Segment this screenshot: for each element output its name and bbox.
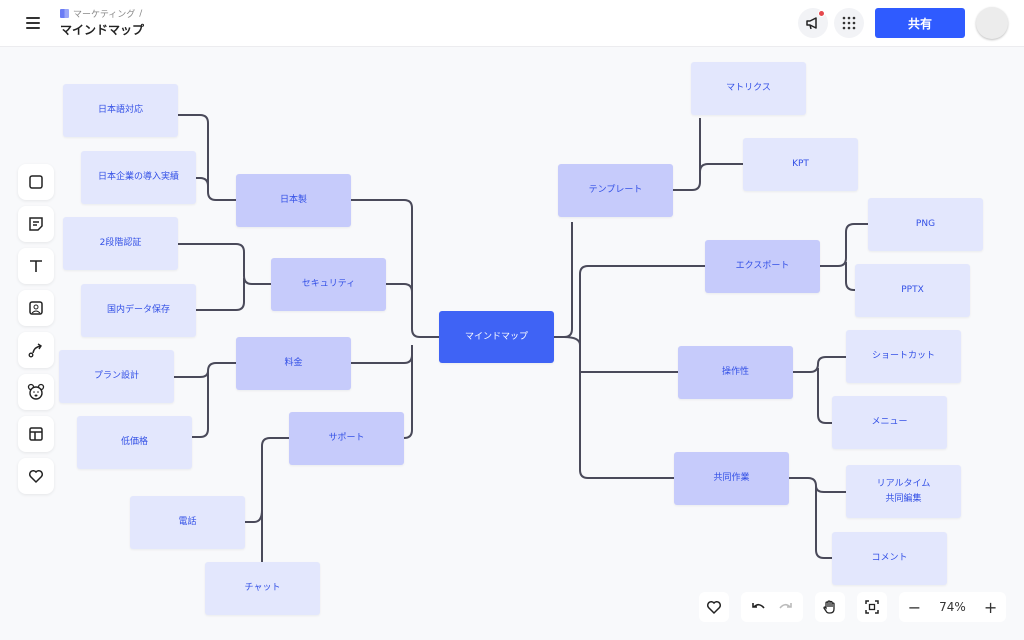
connector-tool[interactable] — [18, 332, 54, 368]
fit-screen-icon — [865, 600, 879, 614]
favorites-tool[interactable] — [18, 458, 54, 494]
subtopic-node[interactable]: プラン設計 — [59, 350, 174, 403]
topic-node[interactable]: エクスポート — [705, 240, 820, 293]
subtopic-node[interactable]: KPT — [743, 138, 858, 191]
zoom-in-icon[interactable]: + — [983, 597, 998, 617]
subtopic-node[interactable]: チャット — [205, 562, 320, 615]
text-icon — [30, 260, 42, 272]
breadcrumb[interactable]: マーケティング/ — [60, 7, 142, 20]
history-controls — [741, 592, 803, 622]
topic-node[interactable]: セキュリティ — [271, 258, 386, 311]
subtopic-node[interactable]: 日本語対応 — [63, 84, 178, 137]
breadcrumb-item[interactable]: マーケティング — [73, 10, 136, 20]
reaction-button[interactable] — [699, 592, 729, 622]
top-bar: マーケティング/ マインドマップ 共有 — [0, 0, 1024, 47]
subtopic-node[interactable]: 2段階認証 — [63, 217, 178, 270]
subtopic-node[interactable]: 低価格 — [77, 416, 192, 469]
fit-to-screen-button[interactable] — [857, 592, 887, 622]
grid-icon — [842, 16, 856, 30]
page-title[interactable]: マインドマップ — [60, 23, 145, 37]
topic-node[interactable]: 料金 — [236, 337, 351, 390]
zoom-controls: − 74% + — [899, 592, 1006, 622]
subtopic-node[interactable]: メニュー — [832, 396, 947, 449]
apps-button[interactable] — [834, 8, 864, 38]
heart-icon — [706, 600, 722, 615]
sticker-tool[interactable] — [18, 374, 54, 410]
connector-icon — [28, 343, 42, 358]
pan-button[interactable] — [815, 592, 845, 622]
menu-icon[interactable] — [24, 14, 42, 32]
rectangle-icon — [29, 175, 43, 189]
bear-sticker-icon — [27, 383, 45, 400]
template-tool[interactable] — [18, 416, 54, 452]
image-icon — [29, 301, 43, 315]
subtopic-node[interactable]: PNG — [868, 198, 983, 251]
topic-node[interactable]: 日本製 — [236, 174, 351, 227]
share-button[interactable]: 共有 — [875, 8, 965, 38]
rectangle-tool[interactable] — [18, 164, 54, 200]
subtopic-node[interactable]: コメント — [832, 532, 947, 585]
topic-node[interactable]: テンプレート — [558, 164, 673, 217]
board-icon — [60, 9, 69, 18]
subtopic-node[interactable]: ショートカット — [846, 330, 961, 383]
announcement-button[interactable] — [798, 8, 828, 38]
zoom-out-icon[interactable]: − — [907, 597, 922, 617]
topic-node[interactable]: サポート — [289, 412, 404, 465]
undo-icon[interactable] — [751, 601, 765, 613]
subtopic-node[interactable]: 国内データ保存 — [81, 284, 196, 337]
subtopic-node[interactable]: マトリクス — [691, 62, 806, 115]
subtopic-node[interactable]: 電話 — [130, 496, 245, 549]
subtopic-node[interactable]: リアルタイム 共同編集 — [846, 465, 961, 518]
heart-icon — [28, 469, 44, 484]
root-node[interactable]: マインドマップ — [439, 311, 554, 363]
image-tool[interactable] — [18, 290, 54, 326]
subtopic-node[interactable]: PPTX — [855, 264, 970, 317]
topic-node[interactable]: 操作性 — [678, 346, 793, 399]
avatar[interactable] — [976, 7, 1008, 39]
notification-dot — [818, 10, 825, 17]
subtopic-node[interactable]: 日本企業の導入実績 — [81, 151, 196, 204]
redo-icon[interactable] — [779, 601, 793, 613]
hand-icon — [823, 600, 835, 614]
sticky-note-icon — [29, 217, 43, 231]
breadcrumb-separator: / — [139, 8, 143, 19]
megaphone-icon — [806, 17, 817, 30]
zoom-level[interactable]: 74% — [939, 600, 966, 614]
sticky-note-tool[interactable] — [18, 206, 54, 242]
topic-node[interactable]: 共同作業 — [674, 452, 789, 505]
text-tool[interactable] — [18, 248, 54, 284]
template-icon — [29, 427, 43, 441]
